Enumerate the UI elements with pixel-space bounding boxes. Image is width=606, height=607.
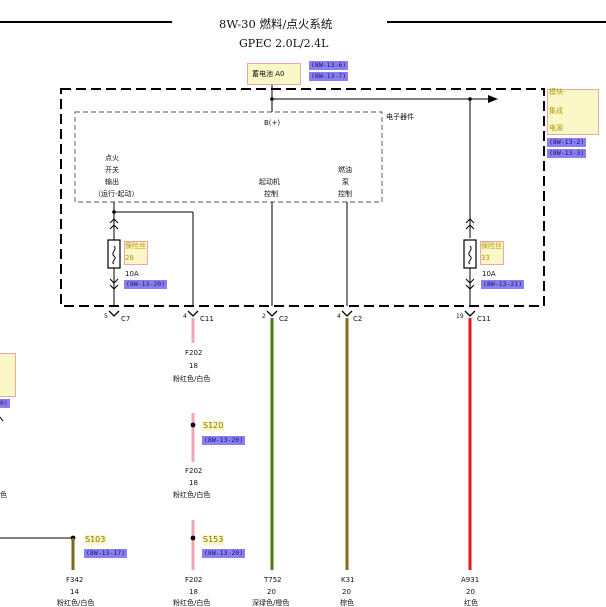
connector-c7-mark	[108, 310, 120, 317]
splice-s120-ref[interactable]: (8W-13-20)	[202, 436, 246, 445]
connector-c2-a-name: C2	[279, 315, 289, 323]
module-ref-2[interactable]: (8W-13-3)	[547, 149, 587, 158]
fuel-pump-label-1: 燃油	[338, 166, 352, 174]
ignition-label-1: 点火	[105, 154, 119, 162]
f202-color: 粉红色/白色	[173, 375, 211, 383]
connector-c7-name: C7	[121, 315, 131, 323]
module-label-1: 模块-	[549, 88, 566, 96]
battery-box	[247, 63, 301, 85]
splice-s153-ref[interactable]: (8W-13-20)	[202, 549, 246, 558]
fuse-33-box	[480, 241, 504, 265]
f202-gauge-3: 18	[189, 588, 198, 596]
f342-circuit: F342	[66, 576, 84, 584]
f342-gauge: 14	[70, 588, 79, 596]
connector-c2-b-name: C2	[353, 315, 363, 323]
ignition-label-4: （运行-起动）	[94, 190, 139, 198]
connector-c11-pin: 4	[183, 313, 187, 320]
connector-c11-mark	[187, 310, 199, 317]
connector-c2-b-pin: 4	[337, 313, 341, 320]
starter-label-2: 控制	[264, 190, 278, 198]
module-ref-1[interactable]: (8W-13-2)	[547, 138, 587, 147]
connector-c11-b-name: C11	[477, 315, 491, 323]
starter-label-1: 起动机	[259, 178, 280, 186]
f202-gauge: 18	[189, 362, 198, 370]
fuse-28-label-2: 28	[125, 254, 134, 262]
electronics-title: 电子器件	[386, 113, 414, 121]
ignition-label-3: 输出	[105, 178, 119, 186]
t752-gauge: 20	[267, 588, 276, 596]
fuel-pump-label-3: 控制	[338, 190, 352, 198]
left-edge-color: 色	[0, 491, 7, 499]
connector-c11-b-mark	[464, 310, 476, 317]
splice-s153-label[interactable]: S153	[202, 535, 225, 545]
fuse-28-ref[interactable]: (8W-13-20)	[124, 280, 168, 289]
fuse-33-label-2: 33	[481, 254, 490, 262]
left-edge-ref[interactable]: 0)	[0, 399, 10, 408]
k31-gauge: 20	[342, 588, 351, 596]
connector-c11-b-pin: 19	[456, 313, 464, 320]
fuse-33-rating: 10A	[482, 270, 496, 278]
fuse-33-label-1: 保险丝	[481, 242, 502, 250]
a931-color: 红色	[464, 599, 478, 607]
f202-color-2: 粉红色/白色	[173, 491, 211, 499]
connector-c2-b-mark	[341, 310, 353, 317]
module-box	[547, 89, 599, 135]
k31-color: 棕色	[340, 599, 354, 607]
splice-s120-label[interactable]: S120	[202, 421, 225, 431]
f202-circuit-3: F202	[185, 576, 203, 584]
battery-ref-1[interactable]: (8W-13-6)	[309, 61, 349, 70]
battery-label: 蓄电池 A0	[252, 70, 285, 78]
page-title: 8W-30 燃料/点火系统	[219, 17, 333, 31]
fuel-pump-label-2: 泵	[342, 178, 349, 186]
fuse-28-label-1: 保险丝	[125, 242, 146, 250]
connector-c7-pin: 5	[104, 313, 108, 320]
ignition-label-2: 开关	[105, 166, 119, 174]
wire-f202	[190, 318, 196, 570]
connector-c2-a-mark	[266, 310, 278, 317]
page-subtitle: GPEC 2.0L/2.4L	[239, 37, 329, 50]
f202-gauge-2: 18	[189, 479, 198, 487]
fuse-28-rating: 10A	[125, 270, 139, 278]
f202-circuit-2: F202	[185, 467, 203, 475]
left-edge-component-box	[0, 353, 16, 397]
bplus-label: B(+)	[264, 119, 281, 127]
f202-color-3: 粉红色/白色	[173, 599, 211, 607]
splice-s103-label[interactable]: S103	[84, 535, 107, 545]
t752-circuit: T752	[264, 576, 282, 584]
splice-s103-ref[interactable]: (8W-13-17)	[84, 549, 128, 558]
k31-circuit: K31	[341, 576, 355, 584]
fuse-33-ref[interactable]: (8W-13-21)	[481, 280, 525, 289]
a931-circuit: A931	[461, 576, 480, 584]
a931-gauge: 20	[466, 588, 475, 596]
module-label-2: 集成	[549, 107, 563, 115]
module-label-3: 电源	[549, 124, 563, 132]
connector-c11-name: C11	[200, 315, 214, 323]
battery-ref-2[interactable]: (8W-13-7)	[309, 72, 349, 81]
f202-circuit: F202	[185, 349, 203, 357]
connector-c2-a-pin: 2	[262, 313, 266, 320]
f342-color: 粉红色/白色	[57, 599, 95, 607]
t752-color: 深绿色/橙色	[252, 599, 290, 607]
fuse-28-box	[124, 241, 148, 265]
